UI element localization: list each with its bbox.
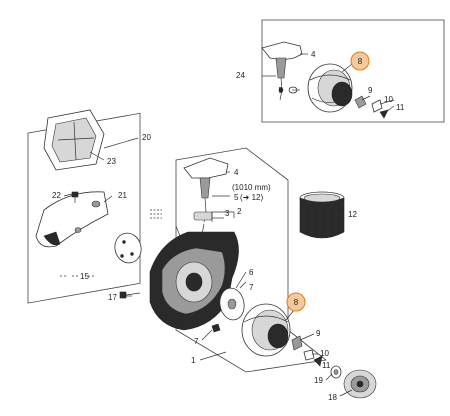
inset-detail-frame (261, 19, 445, 123)
label-12: 12 (348, 210, 357, 219)
label-18: 18 (328, 393, 337, 402)
callout-8-main[interactable]: 8 (286, 292, 306, 312)
starter-grip (183, 157, 229, 223)
washer-19 (330, 365, 342, 379)
air-filter (43, 109, 105, 171)
label-5: 5 (234, 193, 239, 202)
label-7: 7 (249, 283, 254, 292)
label-8-main: 8 (294, 298, 299, 307)
label-19: 19 (314, 376, 323, 385)
label-9: 9 (316, 329, 321, 338)
starter-housing (149, 223, 239, 331)
bolt-17 (119, 291, 141, 299)
label-17: 17 (108, 293, 117, 302)
part-labels: 4 24 5 9 10 11 20 23 21 22 15 17 4 (1010… (52, 50, 405, 402)
filter-frame (27, 112, 141, 304)
label-20: 20 (142, 133, 151, 142)
starter-grip-inset (261, 41, 303, 101)
label-5-inset: 5 (279, 86, 284, 95)
label-1: 1 (191, 356, 196, 365)
rope-spool (299, 191, 345, 239)
label-23: 23 (107, 157, 116, 166)
leader-lines (63, 53, 395, 397)
label-24: 24 (236, 71, 245, 80)
label-22: 22 (52, 191, 61, 200)
callout-8-inset[interactable]: 8 (350, 51, 370, 71)
gasket-disc (114, 232, 142, 264)
cover-part (35, 191, 109, 248)
label-8-inset: 8 (358, 57, 363, 66)
label-9-inset: 9 (368, 86, 373, 95)
label-4: 4 (234, 168, 239, 177)
fasteners-15 (60, 209, 162, 277)
screw-22 (71, 191, 79, 203)
pulley-18 (343, 369, 377, 399)
label-3: 3 (225, 209, 230, 218)
label-15: 15 (80, 272, 89, 281)
rope-ref-note: (➜ 12) (240, 193, 263, 202)
label-10-inset: 10 (384, 95, 393, 104)
starter-frame (175, 147, 327, 373)
rope-rotor (241, 303, 291, 357)
label-2: 2 (237, 207, 242, 216)
label-4-inset: 4 (311, 50, 316, 59)
label-6: 6 (249, 268, 254, 277)
rope-length-note: (1010 mm) (232, 183, 271, 192)
label-10: 10 (320, 349, 329, 358)
rope-rotor-inset (307, 63, 353, 113)
label-21: 21 (118, 191, 127, 200)
label-11: 11 (322, 361, 331, 370)
label-11-inset: 11 (396, 103, 405, 112)
spring-plate (219, 287, 245, 321)
label-7b: 7 (194, 337, 199, 346)
small-parts (211, 323, 323, 367)
